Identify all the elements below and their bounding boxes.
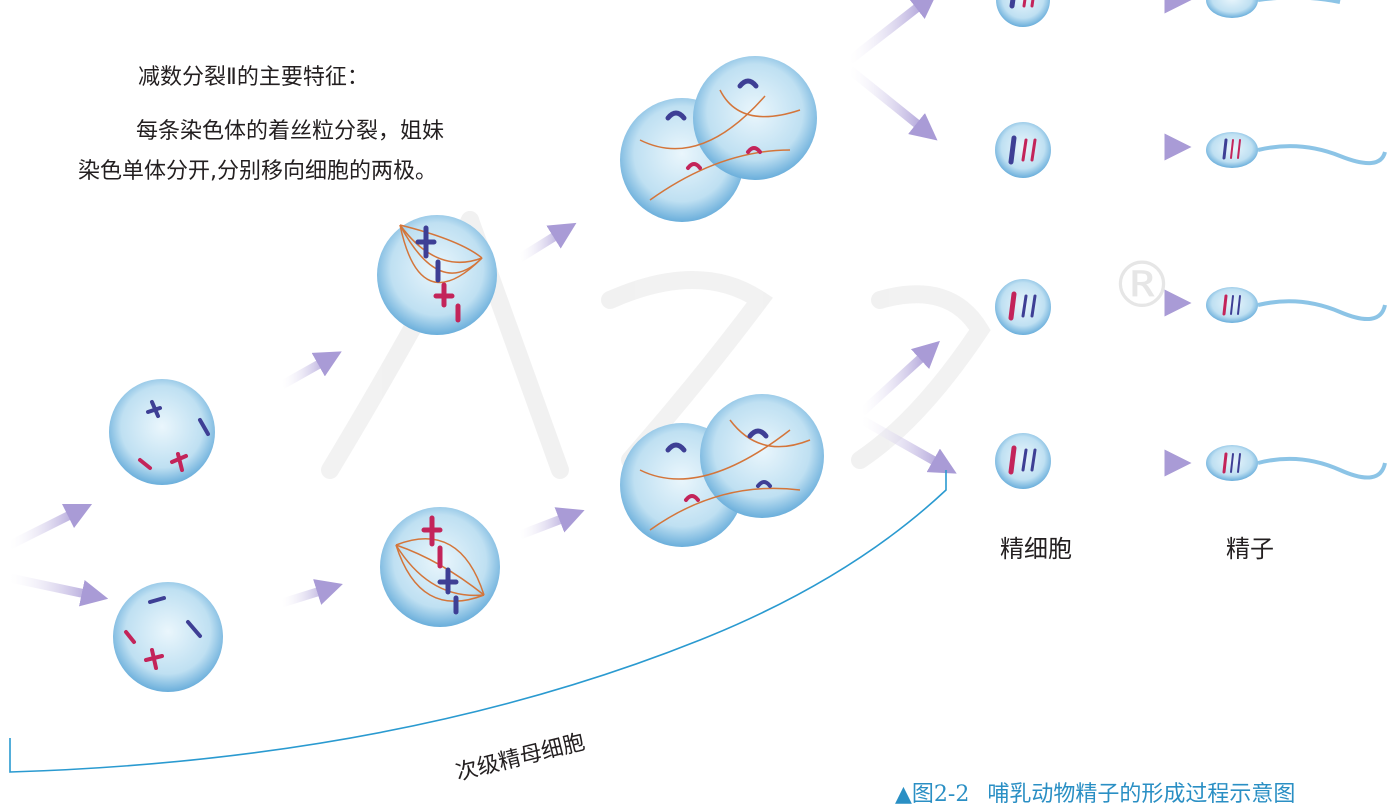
sperm-3 (1206, 287, 1387, 323)
features-line-1: 每条染色体的着丝粒分裂，姐妹 (136, 119, 445, 144)
cell-anaphase-top (620, 56, 817, 222)
figure-title: 哺乳动物精子的形成过程示意图 (987, 782, 1296, 807)
figure-caption: ▲图2-2 哺乳动物精子的形成过程示意图 (895, 776, 1295, 808)
features-heading: 减数分裂Ⅱ的主要特征： (138, 65, 369, 90)
registered-mark: ® (1110, 249, 1174, 323)
cell-metaphase-top (377, 215, 497, 335)
label-sperm-cell: 精细胞 (1000, 535, 1072, 563)
spermatid-3 (995, 279, 1051, 335)
sperm-4 (1206, 445, 1387, 481)
cell-anaphase-bottom (620, 394, 824, 547)
secondary-spermatocyte-bracket (9, 470, 947, 773)
cell-metaphase-bottom (380, 507, 500, 627)
figure-number: ▲图2-2 (895, 782, 970, 807)
features-line-2: 染色单体分开,分别移向细胞的两极。 (78, 159, 437, 184)
spermatid-1 (996, 0, 1050, 27)
sperm-2 (1206, 132, 1387, 168)
process-arrows (7, 0, 1192, 608)
spermatid-2 (995, 122, 1051, 178)
cell-secondary-bottom (113, 582, 223, 692)
spermatid-4 (995, 433, 1051, 489)
cell-secondary-top (109, 379, 215, 485)
label-sperm: 精子 (1226, 535, 1274, 563)
sperm-1 (1206, 0, 1341, 18)
